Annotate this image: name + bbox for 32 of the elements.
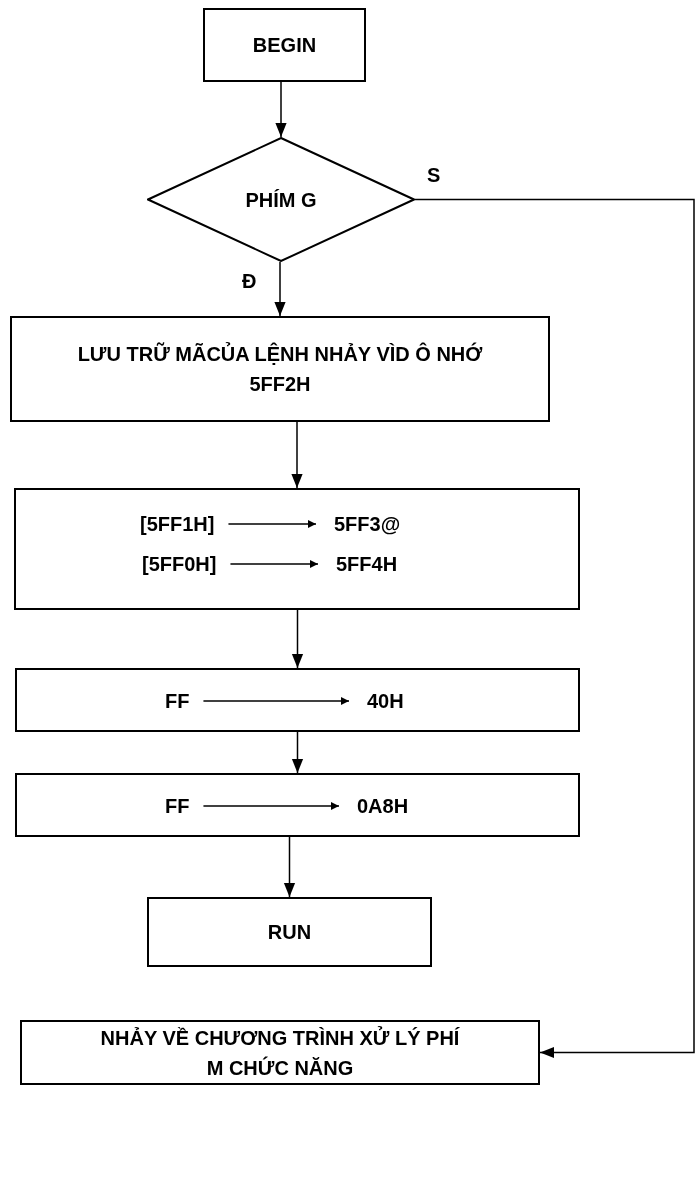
start-box bbox=[203, 8, 366, 82]
register-text: 40H bbox=[367, 689, 404, 713]
process-box bbox=[20, 1020, 540, 1085]
decision-diamond bbox=[147, 137, 415, 262]
process-box bbox=[14, 488, 580, 610]
end-box bbox=[147, 897, 432, 967]
arrow bbox=[275, 81, 287, 138]
node-label: PHÍM G bbox=[244, 187, 318, 213]
process-box bbox=[15, 773, 580, 837]
arrow bbox=[202, 697, 350, 705]
register-text: 5FF3@ bbox=[334, 512, 401, 536]
node-label: NHẢY VỀ CHƯƠNG TRÌNH XỬ LÝ PHÍ M CHỨC NĂNG bbox=[99, 1025, 461, 1081]
node-label: RUN bbox=[266, 920, 313, 945]
arrow bbox=[414, 198, 695, 1059]
register-text: [5FF0H] bbox=[142, 552, 217, 576]
register-text: [5FF1H] bbox=[140, 512, 215, 536]
arrow bbox=[274, 261, 286, 317]
arrow bbox=[229, 560, 319, 568]
node-label: BEGIN bbox=[251, 33, 318, 58]
arrow bbox=[202, 802, 340, 810]
register-text: 5FF4H bbox=[336, 552, 398, 576]
process-box bbox=[10, 316, 550, 422]
arrow bbox=[291, 609, 304, 669]
arrow bbox=[291, 421, 303, 489]
arrow bbox=[291, 731, 304, 774]
node-label: LƯU TRỮ MÃCỦA LỆNH NHẢY VÌD Ô NHỚ 5FF2H bbox=[76, 341, 484, 397]
arrow bbox=[227, 520, 317, 528]
register-text: FF bbox=[165, 794, 190, 818]
register-text: FF bbox=[165, 689, 190, 713]
arrow bbox=[283, 836, 296, 898]
process-box bbox=[15, 668, 580, 732]
register-text: 0A8H bbox=[357, 794, 409, 818]
